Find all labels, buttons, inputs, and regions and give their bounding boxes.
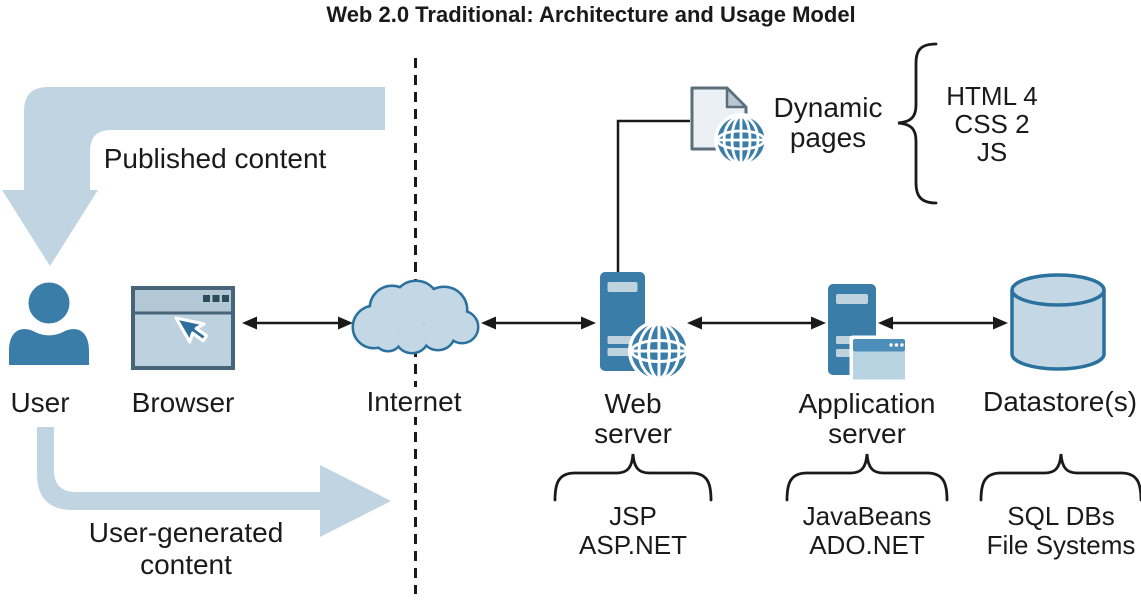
published-content-flow-arrow	[2, 87, 385, 266]
web-server-label: Web server	[594, 388, 672, 449]
arrow-browser-internet	[242, 316, 353, 330]
user-generated-content-label: User-generated content	[88, 517, 284, 580]
internet-cloud-icon	[351, 279, 480, 355]
application-server-tech-brace	[785, 453, 949, 502]
datastore-tech-brace	[979, 453, 1141, 502]
application-server-icon	[828, 284, 909, 384]
window-icon	[849, 335, 909, 384]
globe-icon	[628, 320, 690, 382]
client-tech-brace	[897, 42, 938, 205]
datastore-tech-list: SQL DBs File Systems	[986, 501, 1136, 560]
document-icon	[690, 86, 768, 167]
application-server-tech-list: JavaBeans ADO.NET	[802, 501, 932, 560]
arrow-internet-webserver	[481, 316, 596, 330]
user-label: User	[10, 387, 70, 418]
web-server-icon	[600, 272, 690, 382]
globe-icon	[714, 113, 768, 167]
web-server-tech-list: JSP ASP.NET	[579, 501, 687, 560]
browser-label: Browser	[131, 387, 235, 418]
user-generated-content-flow-arrow	[37, 427, 391, 537]
web-server-tech-brace	[553, 453, 713, 502]
internet-label: Internet	[360, 387, 468, 417]
application-server-label: Application server	[798, 388, 936, 449]
dynamic-pages-label: Dynamic pages	[773, 92, 883, 153]
arrow-appserver-datastore	[878, 316, 1008, 330]
user-icon	[9, 278, 89, 365]
published-content-label: Published content	[103, 143, 327, 174]
arrow-webserver-appserver	[687, 316, 826, 330]
connector-webserver-dynamicpages	[616, 119, 690, 272]
browser-icon	[131, 286, 235, 370]
datastore-label: Datastore(s)	[982, 386, 1138, 417]
database-cylinder-icon	[1010, 273, 1106, 371]
cursor-icon	[174, 316, 209, 344]
diagram-title: Web 2.0 Traditional: Architecture and Us…	[326, 2, 856, 27]
client-tech-list: HTML 4 CSS 2 JS	[946, 81, 1038, 167]
